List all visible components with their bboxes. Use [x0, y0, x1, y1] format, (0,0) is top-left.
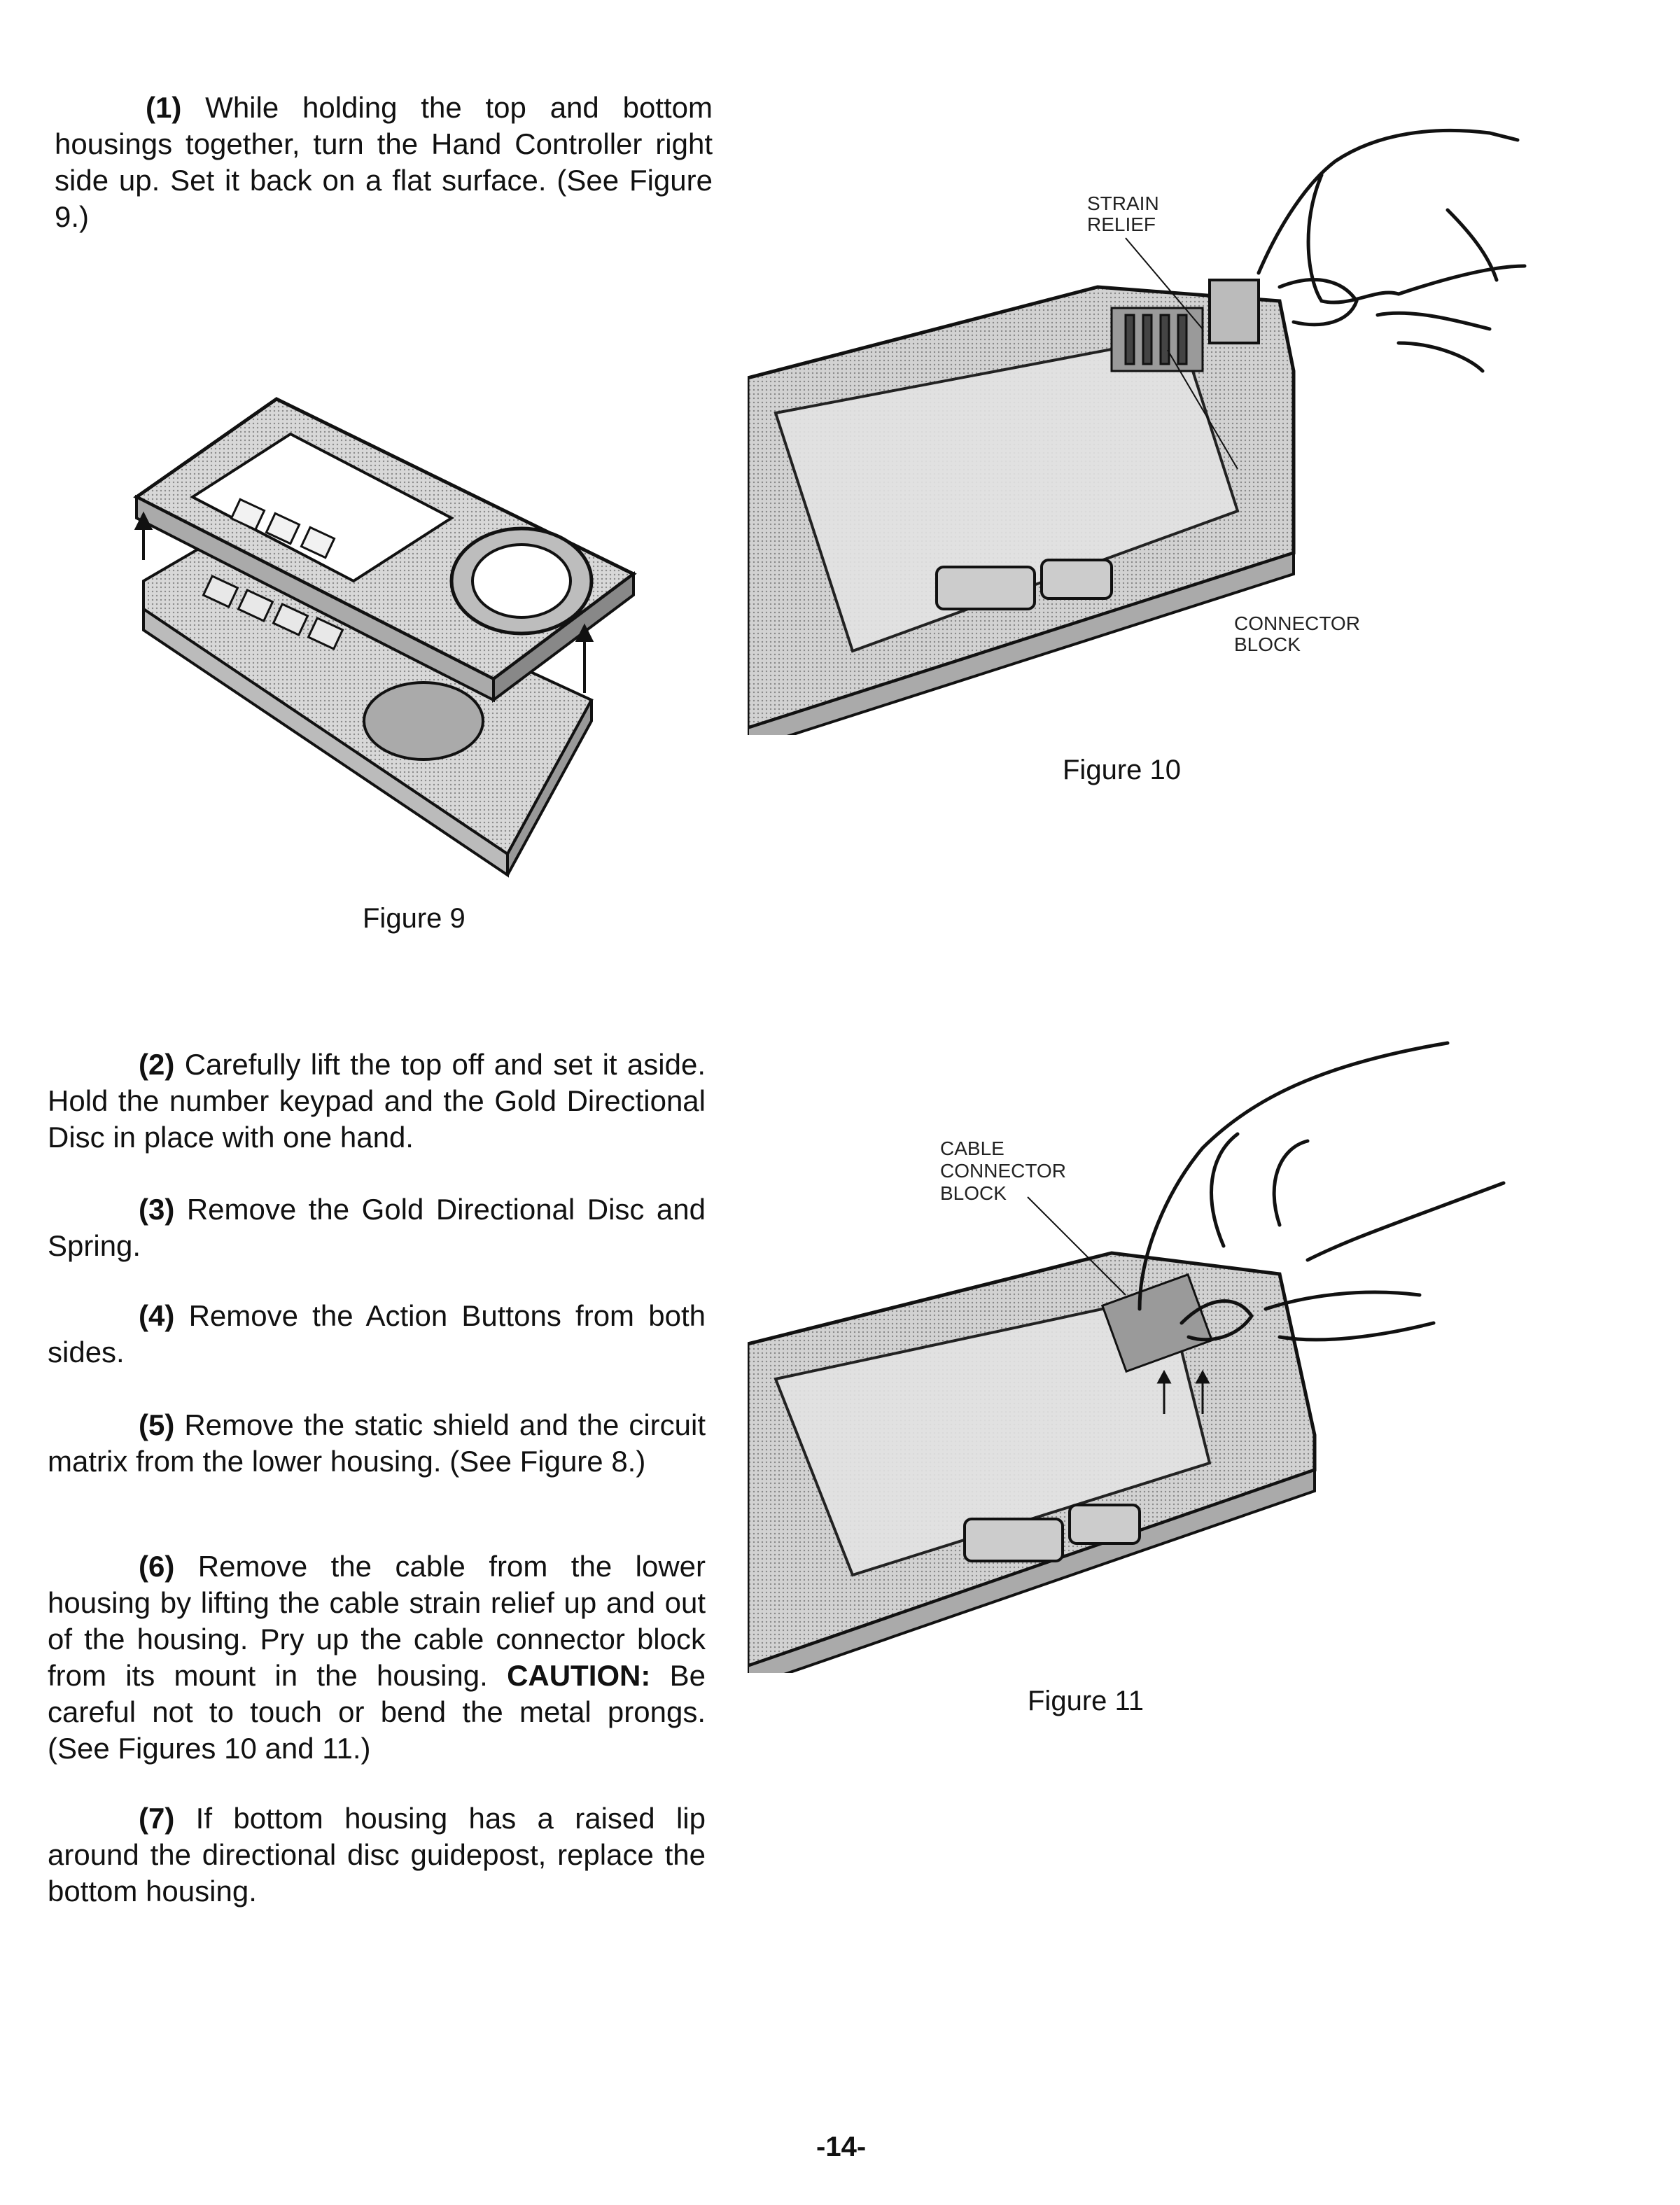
step-6: (6) Remove the cable from the lower hous… [48, 1548, 706, 1767]
step-5-number: (5) [139, 1408, 175, 1441]
label-connector-block-1: CONNECTOR [1234, 612, 1360, 634]
step-7-number: (7) [139, 1802, 175, 1835]
step-3: (3) Remove the Gold Directional Disc and… [48, 1191, 706, 1264]
page-number: -14- [816, 2132, 867, 2162]
figure-10: STRAIN RELIEF CONNECTOR BLOCK [748, 119, 1546, 735]
step-1-text: While holding the top and bottom housing… [55, 91, 713, 233]
figure-9-caption: Figure 9 [363, 903, 465, 934]
step-5: (5) Remove the static shield and the cir… [48, 1407, 706, 1480]
step-7: (7) If bottom housing has a raised lip a… [48, 1800, 706, 1910]
step-3-text: Remove the Gold Directional Disc and Spr… [48, 1193, 706, 1262]
step-1-number: (1) [146, 91, 182, 124]
figure-9-illustration [133, 397, 637, 878]
figure-9 [130, 392, 648, 882]
step-2: (2) Carefully lift the top off and set i… [48, 1046, 706, 1156]
step-6-text-after: Be careful not to touch or bend the meta… [48, 1659, 706, 1765]
step-2-text: Carefully lift the top off and set it as… [48, 1048, 706, 1154]
step-6-caution: CAUTION: [507, 1659, 651, 1692]
step-6-number: (6) [139, 1550, 175, 1583]
step-5-text: Remove the static shield and the circuit… [48, 1408, 706, 1478]
step-4: (4) Remove the Action Buttons from both … [48, 1298, 706, 1371]
step-4-text: Remove the Action Buttons from both side… [48, 1299, 706, 1368]
figure-11-illustration: CABLE CONNECTOR BLOCK [748, 1041, 1506, 1673]
figure-11-caption: Figure 11 [1028, 1686, 1144, 1716]
step-1: (1) While holding the top and bottom hou… [55, 90, 713, 235]
step-7-text: If bottom housing has a raised lip aroun… [48, 1802, 706, 1907]
figure-10-illustration: STRAIN RELIEF CONNECTOR BLOCK [748, 128, 1527, 735]
label-strain-relief-1: STRAIN [1087, 192, 1159, 214]
step-2-number: (2) [139, 1048, 175, 1081]
figure-10-caption: Figure 10 [1063, 755, 1181, 785]
figure-11: CABLE CONNECTOR BLOCK [748, 1015, 1532, 1673]
step-4-number: (4) [139, 1299, 175, 1332]
label-strain-relief-2: RELIEF [1087, 214, 1156, 235]
label-connector-block-2: BLOCK [1234, 634, 1301, 655]
label-cable-connector-block-3: BLOCK [940, 1182, 1007, 1204]
step-6-text-before: Remove the cable from the lower housing … [48, 1550, 706, 1692]
label-cable-connector-block-2: CONNECTOR [940, 1160, 1066, 1182]
label-cable-connector-block-1: CABLE [940, 1138, 1004, 1159]
step-3-number: (3) [139, 1193, 175, 1226]
